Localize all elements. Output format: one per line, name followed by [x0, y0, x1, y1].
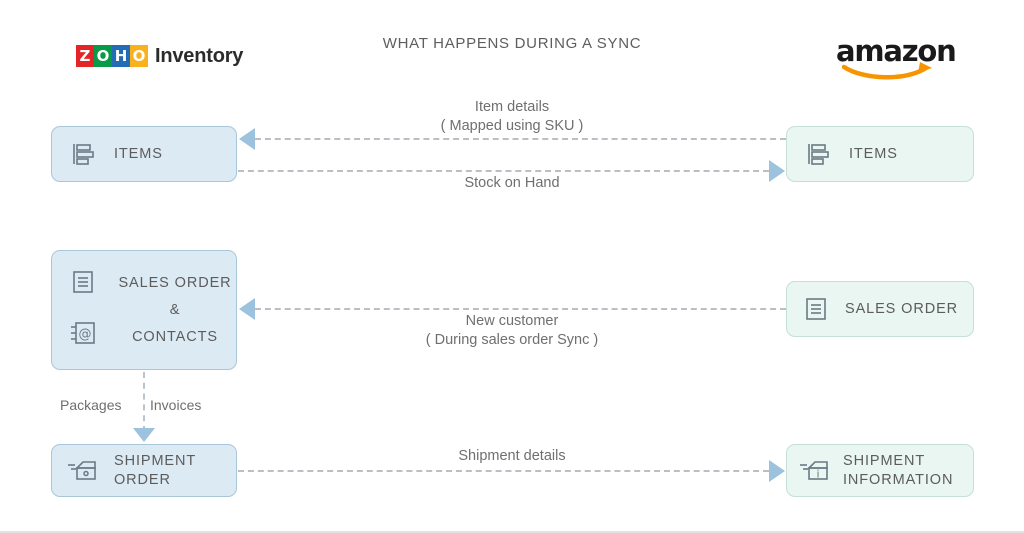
zoho-inventory-logo: Z O H O Inventory	[76, 41, 243, 71]
document-lines-icon	[787, 297, 845, 321]
edge-packages-invoices-arrowhead	[133, 428, 155, 442]
edge-item-details-line	[255, 138, 786, 140]
node-left-items-label: ITEMS	[114, 145, 163, 162]
page-title: WHAT HAPPENS DURING A SYNC	[382, 35, 642, 52]
zoho-logo-tiles: Z O H O	[76, 45, 148, 67]
items-stack-icon	[787, 141, 849, 167]
zoho-product-name: Inventory	[155, 44, 244, 67]
sales-order-contacts-icons: @	[52, 270, 114, 350]
edge-shipment-details-label: Shipment details	[458, 448, 566, 464]
document-lines-icon	[71, 270, 95, 299]
node-left-shipment-label: SHIPMENT ORDER	[114, 452, 197, 488]
edge-shipment-details-arrowhead	[769, 460, 785, 482]
shipment-box-icon	[52, 458, 114, 484]
edge-item-details-arrowhead	[239, 128, 255, 150]
node-left-items[interactable]: ITEMS	[51, 126, 237, 182]
node-left-shipment-order[interactable]: SHIPMENT ORDER	[51, 444, 237, 497]
shipment-box-info-icon: i	[787, 458, 843, 484]
amazon-logo: amazon	[836, 34, 957, 80]
edge-item-details-label: Item details ( Mapped using SKU )	[440, 99, 584, 134]
node-left-sales-order-contacts[interactable]: @ SALES ORDER & CONTACTS	[51, 250, 237, 370]
svg-text:@: @	[79, 327, 92, 342]
edge-new-customer-line	[255, 308, 786, 310]
node-right-sales-order-label: SALES ORDER	[845, 300, 959, 317]
contact-card-at-icon: @	[70, 321, 96, 350]
svg-text:i: i	[816, 467, 819, 480]
zoho-tile-h: H	[112, 45, 130, 67]
edge-packages-invoices-line	[143, 372, 145, 432]
bottom-divider	[0, 531, 1024, 533]
node-right-items[interactable]: ITEMS	[786, 126, 974, 182]
edge-packages-label: Packages	[60, 397, 122, 413]
zoho-tile-o1: O	[94, 45, 112, 67]
items-stack-icon	[52, 141, 114, 167]
edge-shipment-details-line	[238, 470, 769, 472]
edge-stock-on-hand-line	[238, 170, 769, 172]
node-right-items-label: ITEMS	[849, 145, 898, 162]
node-right-shipment-information[interactable]: i SHIPMENT INFORMATION	[786, 444, 974, 497]
amazon-wordmark: amazon	[836, 34, 957, 68]
zoho-tile-o2: O	[130, 45, 148, 67]
edge-invoices-label: Invoices	[150, 397, 202, 413]
edge-stock-on-hand-label: Stock on Hand	[464, 175, 560, 191]
node-right-sales-order[interactable]: SALES ORDER	[786, 281, 974, 337]
node-left-sales-order-line3: CONTACTS	[132, 328, 218, 345]
amazon-smile-arrow-icon	[842, 62, 932, 80]
edge-stock-on-hand-arrowhead	[769, 160, 785, 182]
node-left-sales-order-labels: SALES ORDER & CONTACTS	[114, 274, 236, 347]
node-right-shipment-label: SHIPMENT INFORMATION	[843, 452, 954, 488]
node-left-sales-order-line2: &	[169, 301, 181, 318]
edge-new-customer-arrowhead	[239, 298, 255, 320]
node-left-sales-order-line1: SALES ORDER	[118, 274, 232, 291]
zoho-tile-z: Z	[76, 45, 94, 67]
edge-new-customer-label: New customer ( During sales order Sync )	[425, 313, 599, 348]
